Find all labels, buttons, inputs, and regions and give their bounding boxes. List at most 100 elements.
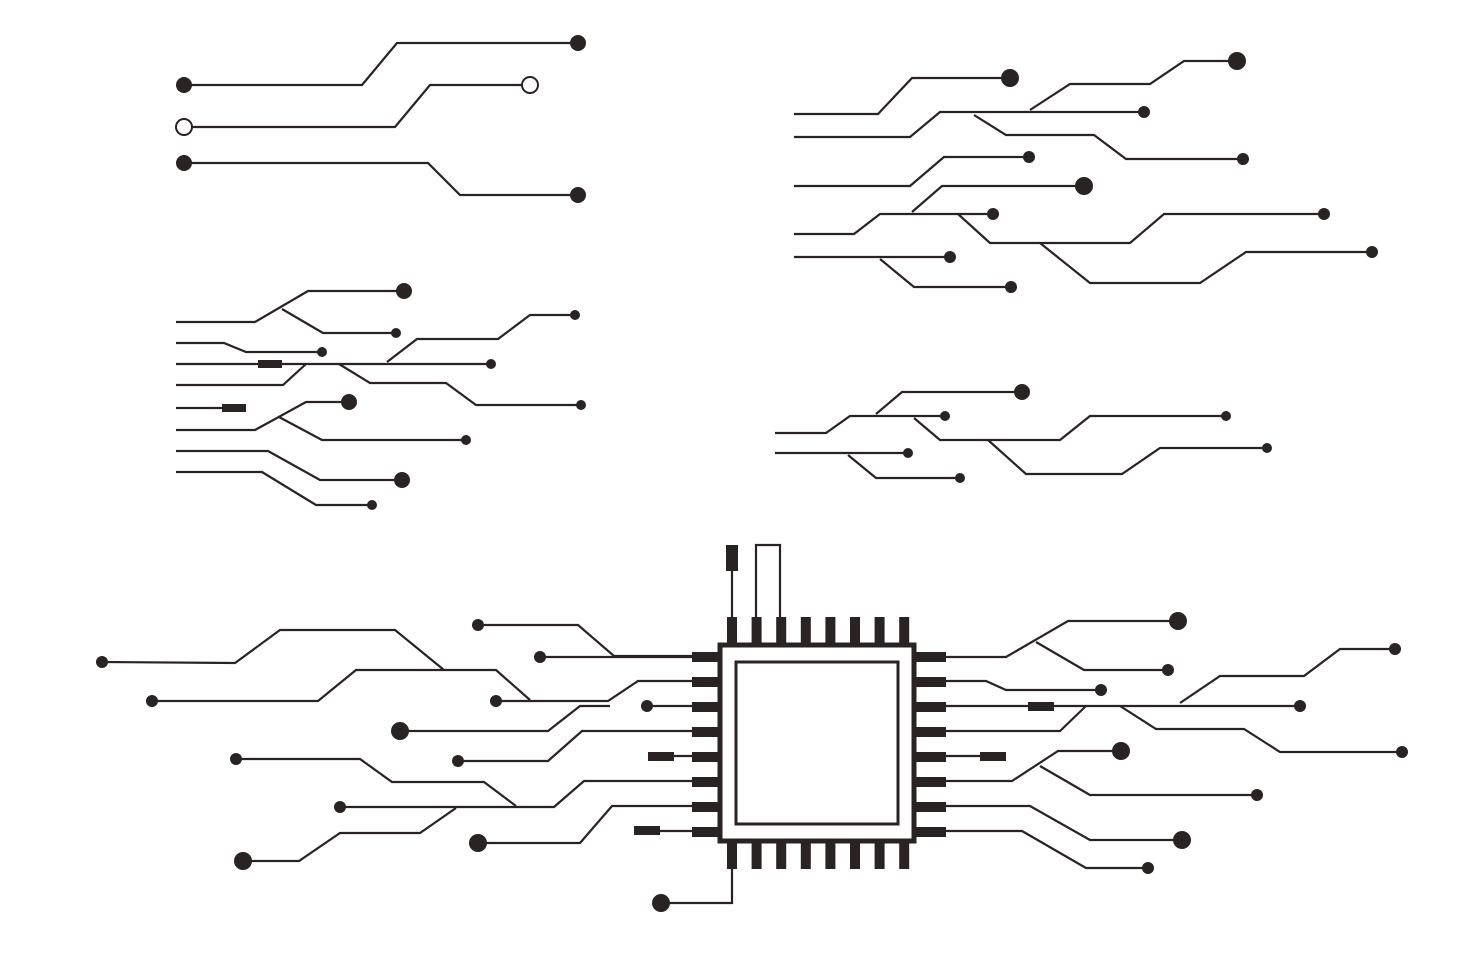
- trace: [847, 454, 960, 480]
- trace: [386, 313, 575, 363]
- chip-pin: [692, 652, 720, 662]
- trace: [176, 363, 307, 387]
- solder-pad-icon: [570, 310, 580, 320]
- chip-pin: [914, 677, 946, 687]
- chip-pin: [692, 752, 720, 762]
- chip-pin: [914, 652, 946, 662]
- solder-pad-icon: [96, 656, 108, 668]
- chip-pin: [692, 727, 720, 737]
- trace: [176, 289, 404, 324]
- solder-pad-icon: [944, 251, 956, 263]
- solder-pad-icon: [230, 753, 242, 765]
- solder-pad-icon: [461, 435, 471, 445]
- chip-pin: [727, 841, 737, 869]
- solder-pad-icon: [391, 722, 409, 740]
- trace: [794, 76, 1010, 116]
- trace: [1039, 242, 1372, 285]
- solder-pad-icon: [234, 852, 252, 870]
- chip-pin: [914, 727, 946, 737]
- resistor-icon: [222, 404, 246, 412]
- solder-pad-icon: [1023, 151, 1035, 163]
- solder-pad-hollow-icon: [521, 76, 539, 94]
- solder-pad-icon: [1237, 153, 1249, 165]
- trace: [176, 400, 349, 432]
- trace: [236, 757, 517, 807]
- trace: [794, 110, 1144, 139]
- chip-pin: [800, 617, 811, 645]
- resistor-icon: [648, 752, 674, 761]
- trace: [794, 155, 1029, 188]
- chip-pin: [874, 617, 885, 645]
- solder-pad-icon: [1138, 106, 1150, 118]
- chip-pin: [751, 841, 762, 869]
- solder-pad-icon: [1001, 69, 1019, 87]
- resistor-icon: [1028, 702, 1054, 711]
- chip-pin: [692, 827, 720, 837]
- trace: [478, 804, 692, 845]
- solder-pad-icon: [1112, 742, 1130, 760]
- solder-pad-icon: [367, 500, 377, 510]
- trace: [1119, 705, 1402, 754]
- trace: [338, 363, 581, 407]
- solder-pad-icon: [469, 834, 487, 852]
- trace: [1179, 647, 1395, 704]
- chip-pin: [751, 617, 762, 645]
- chip-pin: [899, 841, 910, 869]
- trace: [184, 83, 530, 129]
- chip-pin: [727, 617, 737, 645]
- chip-pin: [800, 841, 811, 869]
- trace: [879, 258, 1011, 289]
- chip-pin: [776, 841, 787, 869]
- solder-pad-icon: [452, 755, 464, 767]
- resistor-icon: [726, 545, 738, 571]
- solder-pad-icon: [570, 187, 586, 203]
- solder-pad-icon: [570, 35, 586, 51]
- solder-pad-icon: [940, 411, 950, 421]
- solder-pad-icon: [1014, 384, 1030, 400]
- trace: [794, 212, 993, 236]
- chip-pin: [825, 841, 836, 869]
- chip-pin: [692, 677, 720, 687]
- solder-pad-icon: [955, 473, 965, 483]
- trace: [101, 628, 445, 671]
- solder-pad-icon: [1251, 789, 1263, 801]
- solder-pad-icon: [1396, 746, 1408, 758]
- solder-pad-icon: [1366, 246, 1378, 258]
- trace: [754, 543, 782, 618]
- solder-pad-icon: [1228, 52, 1246, 70]
- solder-pad-icon: [334, 801, 346, 813]
- microchip-circuit: [96, 543, 1408, 912]
- chip-pin: [899, 617, 910, 645]
- trace: [913, 414, 1226, 442]
- trace: [176, 341, 322, 354]
- solder-pad-icon: [1075, 177, 1093, 195]
- chip-pin: [850, 617, 860, 645]
- solder-pad-icon: [394, 472, 410, 488]
- solder-pad-icon: [576, 400, 586, 410]
- trace: [946, 829, 1148, 870]
- chip-pin: [776, 617, 787, 645]
- chip-inner-frame: [734, 660, 900, 826]
- trace: [152, 668, 531, 703]
- resistor-icon: [258, 360, 282, 368]
- trace: [911, 184, 1084, 213]
- solder-pad-icon: [176, 77, 192, 93]
- solder-pad-icon: [1262, 443, 1272, 453]
- solder-pad-icon: [1173, 831, 1191, 849]
- trace: [340, 779, 692, 809]
- solder-pad-icon: [1318, 208, 1330, 220]
- branching-circuit-middle-right: [775, 384, 1272, 483]
- solder-pad-icon: [1221, 411, 1231, 421]
- chip-pin: [914, 802, 946, 812]
- chip-pins: [692, 617, 946, 869]
- trace: [946, 749, 1121, 783]
- chip-pin: [850, 841, 860, 869]
- solder-pad-icon: [176, 155, 192, 171]
- trace: [661, 868, 734, 905]
- resistor-icon: [634, 826, 660, 835]
- solder-pad-icon: [490, 695, 502, 707]
- branching-circuit-top-right: [794, 52, 1378, 293]
- trace: [973, 114, 1243, 161]
- trace: [400, 704, 610, 733]
- solder-pad-icon: [1095, 684, 1107, 696]
